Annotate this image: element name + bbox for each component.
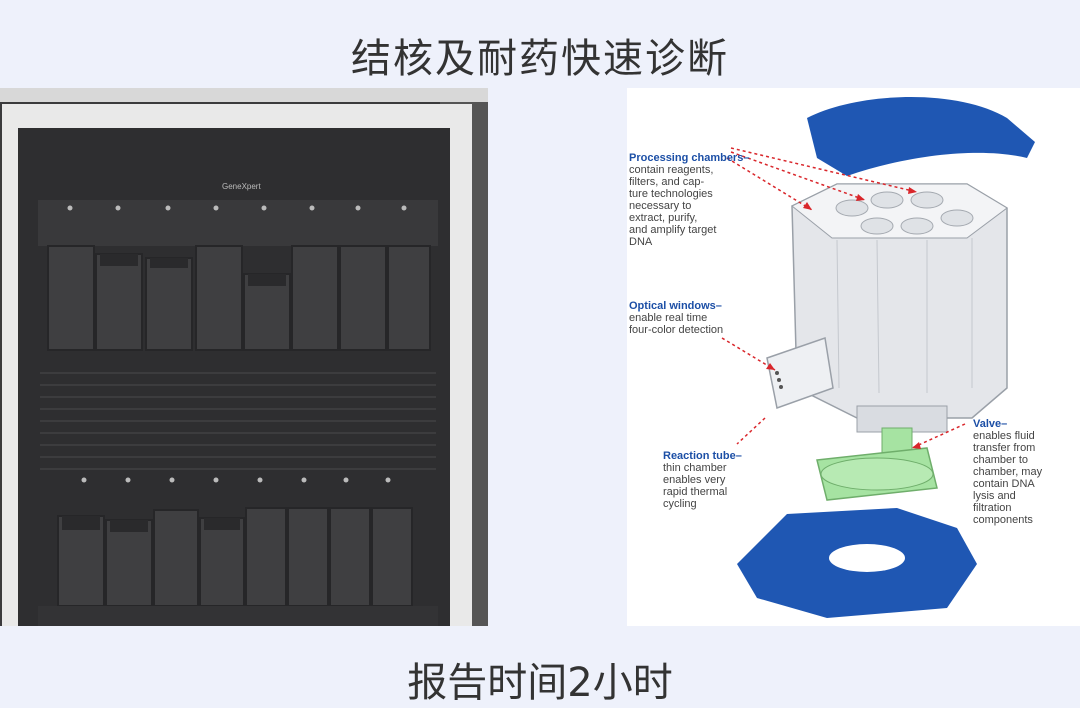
report-time-caption: 报告时间2小时 bbox=[407, 660, 673, 706]
page-title: 结核及耐药快速诊断 bbox=[351, 36, 729, 82]
cartridge-illustration bbox=[721, 96, 1035, 618]
cartridge-diagram: Processing chambers– contain reagents,fi… bbox=[627, 88, 1080, 626]
label-processing-chambers: Processing chambers– contain reagents,fi… bbox=[629, 152, 750, 248]
instrument-illustration bbox=[0, 88, 488, 626]
instrument-photo: GeneXpert bbox=[0, 88, 488, 626]
reaction-tube bbox=[766, 336, 834, 409]
top-cap bbox=[807, 96, 1035, 176]
brand-label: GeneXpert bbox=[222, 182, 261, 191]
